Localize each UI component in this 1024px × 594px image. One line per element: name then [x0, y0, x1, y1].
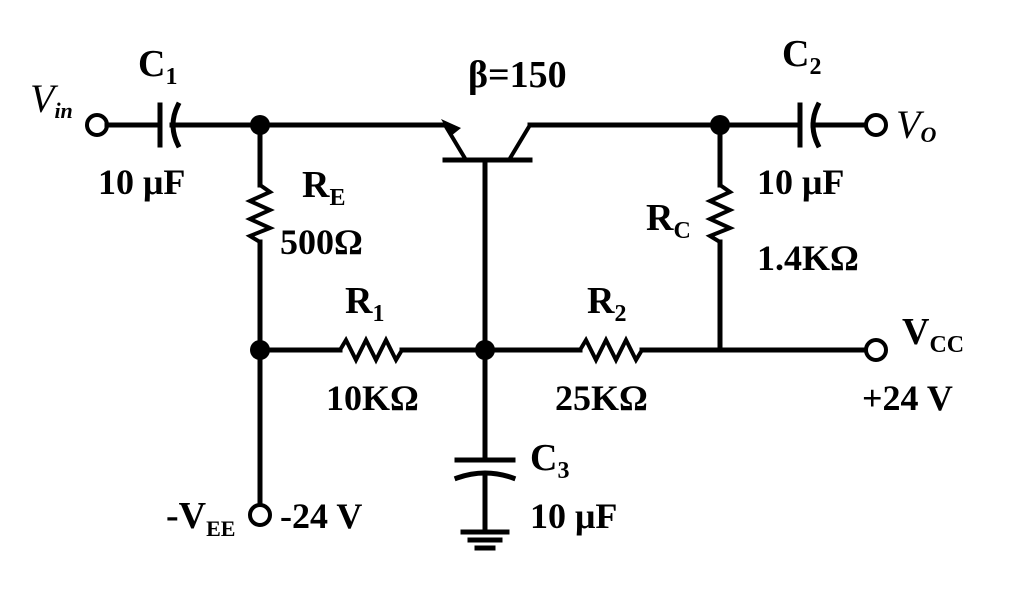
rc-resistor	[705, 183, 736, 244]
rc-value: 1.4KΩ	[757, 238, 859, 278]
vee-terminal	[248, 503, 272, 527]
collector-lead	[507, 123, 532, 162]
vcc-terminal	[864, 338, 888, 362]
r1-label: R1	[345, 280, 384, 327]
rc-label: RC	[646, 197, 691, 244]
re-value: 500Ω	[280, 222, 363, 262]
emitter-arrow-icon	[441, 119, 461, 136]
vee-label: -VEE	[166, 495, 235, 541]
c1-value: 10 μF	[98, 162, 185, 202]
vcc-value: +24 V	[862, 378, 953, 418]
ground-icon	[460, 529, 510, 551]
c3-value: 10 μF	[530, 496, 617, 536]
c2-label: C2	[782, 33, 821, 80]
r1-resistor	[338, 335, 404, 365]
bjt-transistor	[441, 119, 533, 353]
r1-value: 10KΩ	[326, 378, 419, 418]
r2-label: R2	[587, 280, 626, 327]
beta-label: β=150	[468, 54, 567, 96]
r2-resistor	[578, 335, 644, 365]
vcc-label: VCC	[902, 311, 964, 358]
vo-terminal	[864, 113, 888, 137]
c2-value: 10 μF	[757, 162, 844, 202]
c3-label: C3	[530, 437, 569, 484]
vin-label: Vin	[30, 76, 73, 123]
re-resistor	[245, 183, 276, 244]
vin-terminal	[85, 113, 109, 137]
vo-label: VO	[896, 102, 936, 147]
vee-value: -24 V	[280, 496, 362, 536]
re-label: RE	[302, 164, 345, 211]
r2-value: 25KΩ	[555, 378, 648, 418]
c1-label: C1	[138, 43, 177, 90]
